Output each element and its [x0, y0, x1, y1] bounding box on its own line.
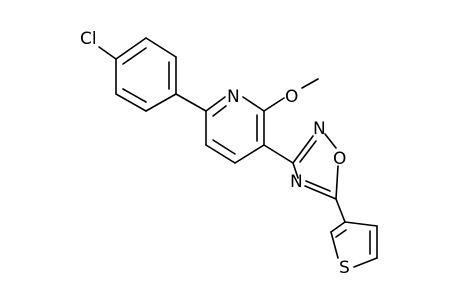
bond — [324, 133, 337, 149]
bond — [115, 93, 147, 112]
bond — [353, 257, 378, 268]
atom-label-s-thiophene: S — [339, 258, 350, 278]
bond — [234, 144, 265, 164]
methoxy-bond — [263, 97, 285, 112]
double-bond-inner — [122, 88, 147, 103]
atom-label-cl: Cl — [80, 29, 97, 49]
bond — [205, 144, 236, 164]
bond — [330, 231, 339, 259]
bond — [304, 185, 337, 200]
double-bond-inner — [335, 229, 347, 238]
biaryl-bond — [175, 93, 207, 112]
double-bond-inner — [212, 105, 227, 117]
chlorophenyl-ring — [98, 37, 177, 112]
atom-label-o-oxadiazole: O — [333, 149, 346, 169]
double-bond-inner — [305, 180, 331, 192]
atom-label-n-pyridine: N — [227, 87, 240, 107]
bond — [330, 221, 346, 233]
atom-label-n-oxadiazole-2: N — [313, 119, 326, 139]
bond — [335, 165, 339, 200]
double-bond-inner — [122, 47, 147, 65]
double-bond-inner — [299, 140, 317, 163]
bond — [98, 46, 117, 60]
bond — [344, 221, 378, 227]
double-bond-inner — [212, 139, 236, 155]
ring-link-bond — [335, 198, 346, 223]
atom-label-n-oxadiazole-4: N — [290, 172, 303, 192]
bond — [292, 162, 299, 179]
bond — [145, 37, 177, 58]
pyridine-ring — [205, 96, 265, 164]
methyl-bond — [301, 78, 319, 89]
bond — [292, 135, 314, 164]
ring-link-bond — [263, 144, 294, 164]
atom-label-o-methoxy: O — [285, 87, 298, 107]
bond — [242, 96, 265, 112]
bond — [205, 96, 226, 112]
bond — [145, 93, 177, 112]
bond — [115, 37, 147, 60]
thiophene-ring — [330, 221, 378, 268]
oxadiazole-ring — [292, 133, 339, 200]
